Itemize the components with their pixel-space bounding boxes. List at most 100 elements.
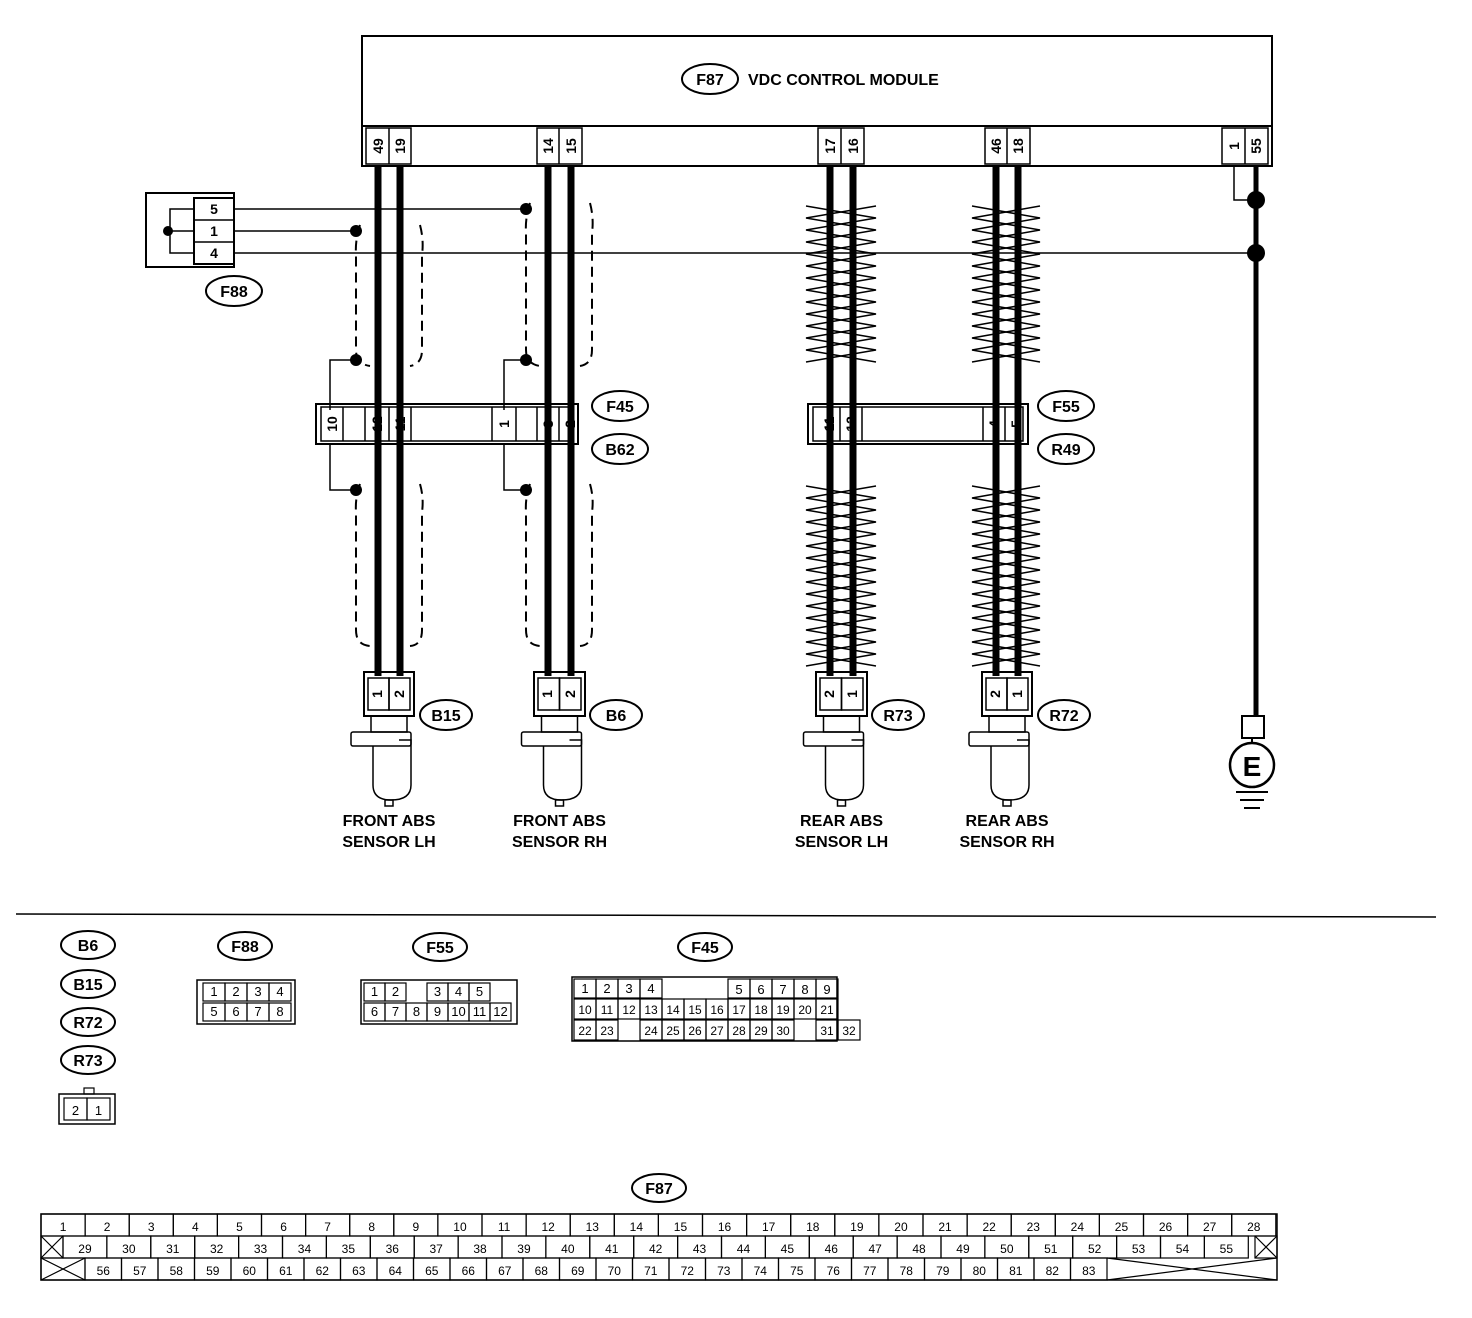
legend-cell: 40 — [561, 1242, 575, 1256]
legend-cell: 7 — [254, 1004, 261, 1019]
f88-connector: 5 1 4 F88 — [145, 192, 263, 307]
sensor-pin: 1 — [844, 690, 860, 698]
sensor-pin: 1 — [369, 690, 385, 698]
f88-pin: 4 — [210, 245, 218, 261]
legend-cell: 3 — [148, 1220, 155, 1234]
legend-cell: 9 — [434, 1004, 441, 1019]
legend-cell: 45 — [781, 1242, 795, 1256]
legend-cell: 69 — [571, 1264, 585, 1278]
signal-wires — [374, 166, 1259, 716]
legend-cell: 1 — [371, 984, 378, 999]
sensor-name: REAR ABS — [966, 813, 1049, 830]
legend-cell: 19 — [776, 1003, 790, 1017]
legend-cell: 24 — [1071, 1220, 1085, 1234]
legend-cell: 4 — [276, 984, 283, 999]
sensor-pin: 1 — [539, 690, 555, 698]
legend-cell: 4 — [647, 981, 654, 996]
sensor-name: FRONT ABS — [513, 813, 606, 830]
b62-badge: B62 — [605, 442, 634, 459]
legend-cell: 28 — [732, 1024, 746, 1038]
legend-cell: 19 — [850, 1220, 864, 1234]
legend-cell: 6 — [280, 1220, 287, 1234]
module-pin: 16 — [845, 138, 861, 154]
legend-cell: 12 — [493, 1004, 507, 1019]
legend-cell: 62 — [316, 1264, 330, 1278]
sensor-pin: 2 — [821, 690, 837, 698]
legend-cell: 11 — [601, 1003, 614, 1017]
legend-cell: 22 — [578, 1024, 592, 1038]
f55-badge: F55 — [1052, 399, 1080, 416]
legend-cell: 13 — [644, 1003, 658, 1017]
legend-cell: 51 — [1044, 1242, 1058, 1256]
module-pin: 1 — [1226, 142, 1242, 150]
legend-cell: 54 — [1176, 1242, 1190, 1256]
legend-cell: 75 — [790, 1264, 804, 1278]
legend-cell: 48 — [912, 1242, 926, 1256]
legend-cell: 46 — [825, 1242, 839, 1256]
f45-pin: 1 — [496, 420, 512, 428]
legend-cell: 27 — [1203, 1220, 1217, 1234]
f45-pin: 2 — [562, 420, 578, 428]
legend-cell: 82 — [1046, 1264, 1060, 1278]
legend-cell: 37 — [429, 1242, 443, 1256]
sensor-name: REAR ABS — [800, 813, 883, 830]
legend-cell: 83 — [1082, 1264, 1096, 1278]
legend-cell: 14 — [666, 1003, 680, 1017]
legend-cell: 7 — [779, 982, 786, 997]
legend-cell: 60 — [243, 1264, 257, 1278]
legend-cell: 8 — [413, 1004, 420, 1019]
module-title: VDC CONTROL MODULE — [748, 72, 939, 89]
sensor-badge: R73 — [883, 708, 912, 725]
f55-pin: 5 — [1008, 420, 1024, 428]
legend-cell: 1 — [60, 1220, 67, 1234]
module-pin: 15 — [563, 138, 579, 154]
legend-badge: F55 — [426, 940, 454, 957]
legend-cell: 17 — [732, 1003, 746, 1017]
legend-cell: 4 — [192, 1220, 199, 1234]
legend-badge: F88 — [231, 939, 259, 956]
module-badge: F87 — [696, 72, 724, 89]
legend-cell: 15 — [688, 1003, 702, 1017]
legend-cell: 67 — [498, 1264, 512, 1278]
legend-cell: 77 — [863, 1264, 877, 1278]
legend-cell: 63 — [352, 1264, 366, 1278]
module-pin: 46 — [988, 138, 1004, 154]
f45-pin: 12 — [369, 416, 385, 432]
legend-cell: 17 — [762, 1220, 776, 1234]
sensor-name: SENSOR LH — [342, 834, 435, 851]
legend-cell: 6 — [371, 1004, 378, 1019]
legend-cell: 39 — [517, 1242, 531, 1256]
legend-divider — [15, 913, 1437, 918]
legend-cell: 32 — [842, 1024, 856, 1038]
legend-cell: 7 — [392, 1004, 399, 1019]
sensor-pin: 2 — [562, 690, 578, 698]
legend-cell: 5 — [210, 1004, 217, 1019]
legend-cell: 29 — [78, 1242, 92, 1256]
legend-cell: 2 — [232, 984, 239, 999]
legend-cell: 15 — [674, 1220, 688, 1234]
legend-cell: 64 — [389, 1264, 403, 1278]
legend-cell: 56 — [97, 1264, 111, 1278]
r49-badge: R49 — [1051, 442, 1080, 459]
legend-cell: 52 — [1088, 1242, 1102, 1256]
legend-badge: R73 — [73, 1053, 102, 1070]
legend-cell: 25 — [1115, 1220, 1129, 1234]
legend-cell: 18 — [754, 1003, 768, 1017]
legend-cell: 10 — [578, 1003, 592, 1017]
shield-sleeves — [354, 202, 594, 647]
legend-cell: 81 — [1009, 1264, 1023, 1278]
legend-cell: 35 — [342, 1242, 356, 1256]
legend-cell: 72 — [681, 1264, 695, 1278]
legend-cell: 79 — [936, 1264, 950, 1278]
f45-pin: 3 — [540, 420, 556, 428]
legend-cell: 16 — [718, 1220, 732, 1234]
legend-cell: 76 — [827, 1264, 841, 1278]
legend-badge: B15 — [73, 977, 102, 994]
legend-cell: 41 — [605, 1242, 619, 1256]
legend-cell: 3 — [254, 984, 261, 999]
